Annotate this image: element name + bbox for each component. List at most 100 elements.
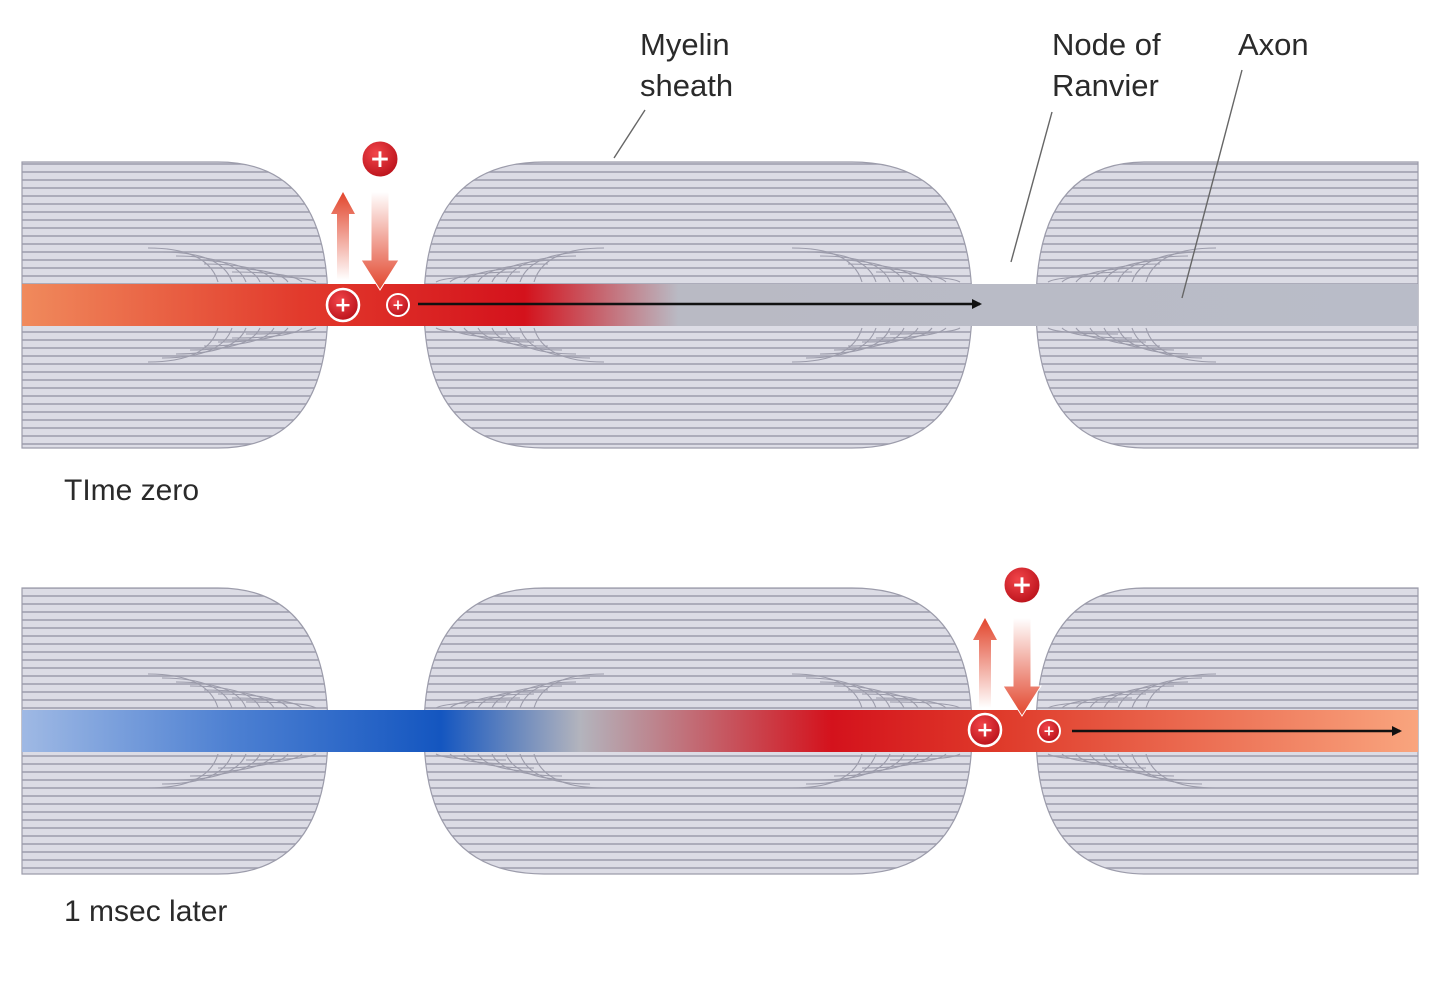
myelin-wrap-line xyxy=(505,681,577,709)
myelin-wrap-line xyxy=(1075,693,1147,709)
ion-circle xyxy=(386,293,410,317)
label-node-line2: Ranvier xyxy=(1052,68,1159,103)
ion-symbol: + xyxy=(334,293,351,317)
label-axon: Axon xyxy=(1238,27,1309,62)
myelin-wrap-line xyxy=(189,259,261,283)
myelin-wrap-line xyxy=(477,753,549,773)
myelin-wrap-line xyxy=(791,753,863,789)
myelin-wrap-line xyxy=(477,327,549,347)
positive-ion-icon: + xyxy=(1037,719,1061,743)
myelin-wrap-line xyxy=(1089,689,1161,709)
myelin-wrap-line xyxy=(819,681,891,709)
myelin-wrap-line xyxy=(791,327,863,363)
myelin-wrap-line xyxy=(161,251,233,283)
myelin-wrap-line xyxy=(819,327,891,355)
myelin-wrap-line xyxy=(449,327,521,339)
myelin-wrap-line xyxy=(491,685,563,709)
down-arrow-shape xyxy=(1002,617,1042,717)
myelin-wrap-line xyxy=(1075,327,1147,343)
myelin-wrap-line xyxy=(861,753,933,769)
label-myelin-line1: Myelin xyxy=(640,27,730,62)
myelin-wrap-line xyxy=(449,753,521,765)
myelin-wrap-line xyxy=(449,697,521,709)
myelin-wrap-line xyxy=(1131,251,1203,283)
myelin-wrap-line xyxy=(477,263,549,283)
panel-time-zero: +++ xyxy=(21,138,1419,449)
myelin-wrap-line xyxy=(533,753,605,789)
myelin-wrap-line xyxy=(861,267,933,283)
myelin-wrap-line xyxy=(1089,753,1161,773)
ion-outflow-arrow-icon xyxy=(973,618,997,708)
myelin-wrap-line xyxy=(1061,697,1133,709)
myelin-wrap-line xyxy=(533,327,605,363)
myelin-wrap-line xyxy=(847,689,919,709)
myelin-wrap-line xyxy=(1089,263,1161,283)
up-arrow-shape xyxy=(973,618,997,708)
myelin-wrap-line xyxy=(1117,681,1189,709)
ion-symbol: + xyxy=(976,718,993,742)
myelin-wrap-line xyxy=(505,753,577,781)
myelin-wrap-line xyxy=(519,327,591,359)
myelin-wrap-line xyxy=(791,673,863,709)
myelin-wrap-line xyxy=(875,271,947,283)
myelin-wrap-line xyxy=(189,327,261,351)
myelin-wrap-line xyxy=(1103,753,1175,777)
myelin-wrap-line xyxy=(189,685,261,709)
myelin-wrap-line xyxy=(833,685,905,709)
myelin-wrap-line xyxy=(847,327,919,347)
label-group: Myelin sheath Node of Ranvier Axon TIme … xyxy=(64,27,1309,928)
myelin-pointer-line xyxy=(613,109,646,159)
ion-inflow-arrow-icon xyxy=(360,191,400,291)
ion-circle xyxy=(359,138,401,180)
myelin-wrap-line xyxy=(833,327,905,351)
ion-circle xyxy=(325,287,361,323)
myelin-wrap-line xyxy=(875,753,947,765)
myelin-wrap-line xyxy=(847,263,919,283)
panel-one-msec-later: +++ xyxy=(21,564,1419,875)
myelin-wrap-line xyxy=(1089,327,1161,347)
ion-symbol: + xyxy=(392,298,404,314)
myelin-wrap-line xyxy=(491,753,563,777)
myelin-wrap-line xyxy=(463,693,535,709)
ion-circle xyxy=(967,712,1003,748)
myelin-wrap-line xyxy=(1075,267,1147,283)
myelin-wrap-line xyxy=(217,267,289,283)
myelin-wrap-line xyxy=(1061,327,1133,339)
myelin-wrap-line xyxy=(1103,327,1175,351)
myelin-wrap-line xyxy=(805,327,877,359)
myelin-wrap-line xyxy=(147,327,219,363)
myelin-wrap-line xyxy=(463,327,535,343)
myelin-wrap-line xyxy=(1145,247,1217,283)
myelin-wrap-line xyxy=(861,693,933,709)
myelin-wrap-line xyxy=(805,753,877,785)
myelin-wrap-line xyxy=(847,753,919,773)
myelin-wrap-line xyxy=(161,677,233,709)
myelin-wrap-line xyxy=(1103,259,1175,283)
myelin-wrap-line xyxy=(1145,673,1217,709)
myelin-wrap-line xyxy=(805,251,877,283)
myelin-wrap-line xyxy=(147,247,219,283)
myelin-wrap-line xyxy=(231,753,303,765)
myelin-wrap-line xyxy=(875,697,947,709)
myelin-wrap-line xyxy=(175,327,247,355)
myelin-wrap-line xyxy=(491,259,563,283)
myelin-wrap-line xyxy=(491,327,563,351)
myelin-wrap-line xyxy=(1131,327,1203,359)
myelin-wrap-line xyxy=(875,327,947,339)
myelin-wrap-line xyxy=(175,681,247,709)
myelin-wrap-line xyxy=(805,677,877,709)
myelin-wrap-line xyxy=(519,677,591,709)
myelin-wrap-line xyxy=(217,753,289,769)
myelin-wrap-line xyxy=(1103,685,1175,709)
myelin-wrap-line xyxy=(1131,677,1203,709)
myelin-wrap-line xyxy=(1145,327,1217,363)
myelin-wrap-line xyxy=(231,697,303,709)
myelin-wrap-line xyxy=(861,327,933,343)
myelin-wrap-line xyxy=(833,259,905,283)
myelin-wrap-line xyxy=(477,689,549,709)
myelin-wrap-line xyxy=(203,263,275,283)
myelin-wrap-line xyxy=(175,753,247,781)
myelin-wrap-line xyxy=(1061,753,1133,765)
